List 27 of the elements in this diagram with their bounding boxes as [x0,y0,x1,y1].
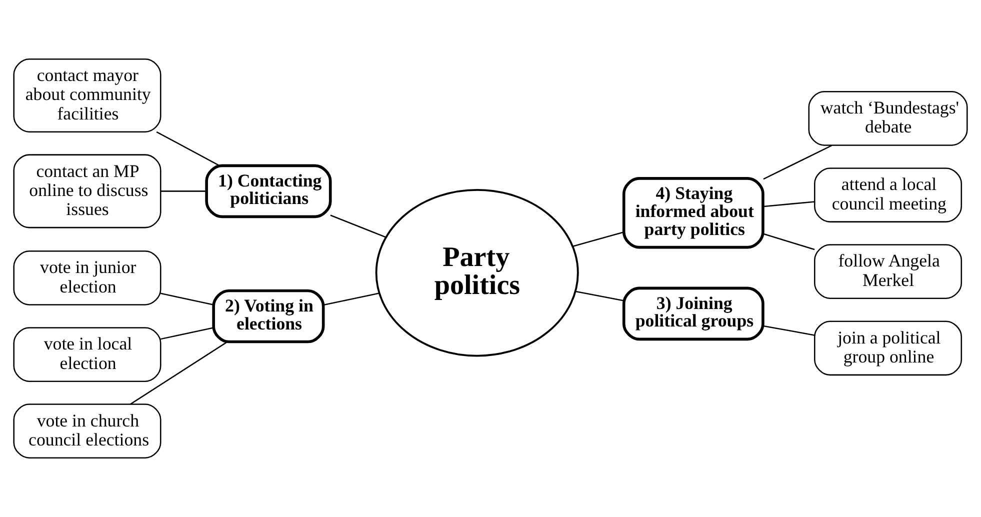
node-box: vote in local election [13,327,162,382]
connector [763,144,832,180]
connector [330,214,386,238]
connector [160,190,206,192]
connector [130,341,228,405]
node-box: 4) Staying informed about party politics [622,177,764,249]
connector [576,290,624,302]
node-box: contact mayor about community facilities [13,58,162,132]
node-box: 2) Voting in elections [212,289,325,344]
node-box: follow Angela Merkel [814,244,962,300]
connector [323,292,380,306]
node-box: join a political group online [814,320,962,376]
connector [156,131,220,166]
connector [572,232,624,247]
node-box: vote in junior election [13,250,162,306]
node-box: vote in church council elections [13,404,162,459]
node-box: 3) Joining political groups [622,286,764,341]
node-box: watch ‘Bundestags' debate [808,91,968,146]
node-box: 1) Contacting politicians [205,164,332,218]
node-ellipse: Party politics [375,188,579,357]
connector [763,201,815,208]
connector [763,233,815,250]
node-box: attend a local council meeting [814,168,962,222]
connector [160,292,214,306]
connector [763,325,815,336]
node-box: contact an MP online to discuss issues [13,154,162,228]
connector [160,327,214,340]
